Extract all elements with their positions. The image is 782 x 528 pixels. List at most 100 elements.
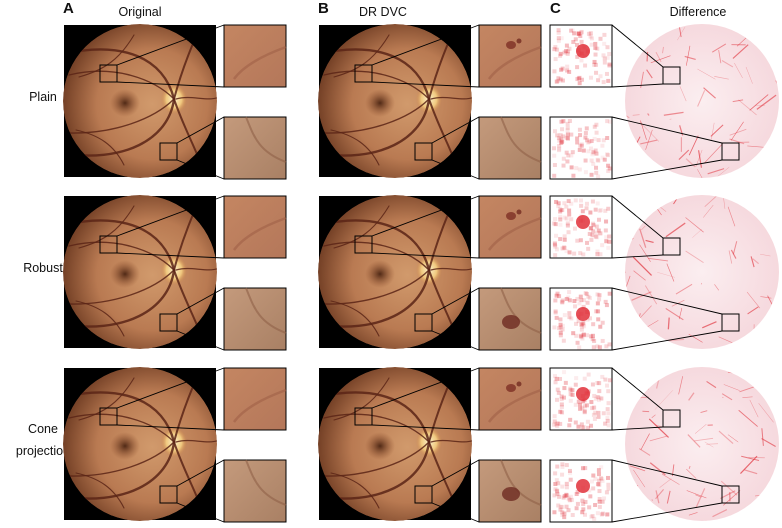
inset-vessel [245, 116, 287, 163]
difference-pixel [574, 376, 579, 381]
difference-pixel [592, 516, 597, 521]
difference-pixel [593, 148, 598, 153]
difference-pixel [566, 508, 571, 513]
difference-pixel [591, 473, 596, 478]
difference-pixel [596, 398, 601, 403]
difference-pixel [598, 252, 603, 257]
difference-pixel [596, 78, 601, 83]
difference-pixel [601, 411, 606, 416]
difference-pixel [590, 158, 595, 163]
difference-pixel [555, 488, 560, 493]
difference-pixel [565, 132, 570, 137]
lesion-spot [502, 315, 520, 329]
inset-vessel [245, 459, 287, 506]
difference-streak [711, 122, 715, 140]
difference-pixel [596, 410, 601, 415]
difference-pixel [556, 38, 561, 43]
inset-vessel [232, 388, 287, 423]
difference-streak [625, 263, 626, 273]
difference-pixel [553, 244, 558, 249]
difference-connectors-row1 [611, 195, 723, 351]
difference-pixel [556, 28, 561, 33]
difference-pixel [600, 243, 605, 248]
difference-pixel [598, 324, 603, 329]
difference-pixel [562, 511, 567, 516]
difference-streak [688, 512, 698, 516]
difference-pixel [561, 119, 566, 124]
blood-vessel [68, 269, 175, 305]
difference-pixel [573, 402, 578, 407]
difference-streak [666, 490, 671, 504]
difference-pixel [588, 31, 593, 36]
difference-pixel [577, 81, 582, 86]
difference-pixel [586, 425, 591, 430]
connector-line [611, 254, 664, 259]
difference-streak [693, 437, 714, 442]
difference-inset-upper-row2 [549, 367, 613, 431]
difference-pixel [580, 209, 585, 214]
difference-pixel [566, 230, 571, 235]
difference-streak [761, 428, 764, 446]
difference-pixel [564, 504, 569, 509]
difference-pixel [579, 422, 584, 427]
difference-pixel [604, 303, 609, 308]
difference-pixel [560, 472, 565, 477]
difference-pixel [594, 130, 599, 135]
difference-pixel [597, 482, 602, 487]
difference-pixel [602, 56, 607, 61]
difference-streak [638, 448, 651, 456]
difference-pixel [605, 55, 610, 60]
connector-line [611, 426, 664, 431]
difference-pixel [563, 380, 568, 385]
difference-streak [655, 490, 660, 504]
difference-pixel [558, 214, 563, 219]
diff-zoom-box-upper [662, 66, 681, 85]
difference-streak [633, 270, 646, 281]
difference-disc [625, 367, 779, 521]
difference-streak [646, 69, 653, 79]
difference-pixel [600, 374, 605, 379]
difference-pixel [579, 405, 584, 410]
difference-pixel [593, 52, 598, 57]
difference-streak [703, 143, 723, 164]
difference-pixel [558, 77, 563, 82]
fundus-disc [63, 195, 217, 349]
zoom-box-upper [354, 235, 373, 254]
difference-pixel [604, 219, 609, 224]
difference-streak [704, 441, 714, 448]
difference-pixel [555, 492, 560, 497]
difference-pixel [566, 153, 571, 158]
difference-pixel [578, 334, 583, 339]
difference-streak [630, 206, 645, 225]
difference-pixel [557, 148, 562, 153]
connector-line [176, 459, 225, 487]
difference-streak [633, 313, 641, 332]
difference-streak [650, 55, 671, 64]
fundus-image-original-row1 [63, 195, 217, 349]
panel-letter-b: B [318, 0, 329, 17]
difference-pixel [557, 144, 562, 149]
difference-pixel [568, 417, 573, 422]
difference-pixel [555, 291, 560, 296]
difference-streak [678, 307, 683, 320]
difference-pixel [587, 505, 592, 510]
difference-pixel [596, 468, 601, 473]
difference-streak [758, 328, 768, 332]
difference-pixel [593, 62, 598, 67]
difference-streak [752, 258, 759, 265]
connector-line [116, 24, 225, 66]
difference-pixel [581, 304, 586, 309]
difference-streak [746, 291, 761, 309]
zoom-inset-lower [223, 459, 287, 523]
fundus-image-dr-dvc-row0 [318, 24, 472, 178]
difference-pixel [571, 173, 576, 178]
difference-pixel [600, 143, 605, 148]
difference-pixel [567, 208, 572, 213]
difference-pixel [560, 410, 565, 415]
macula [365, 89, 395, 117]
difference-pixel [606, 163, 611, 168]
difference-streak [645, 129, 653, 150]
difference-pixel [571, 331, 576, 336]
difference-pixel [553, 253, 558, 258]
difference-pixel [579, 29, 584, 34]
